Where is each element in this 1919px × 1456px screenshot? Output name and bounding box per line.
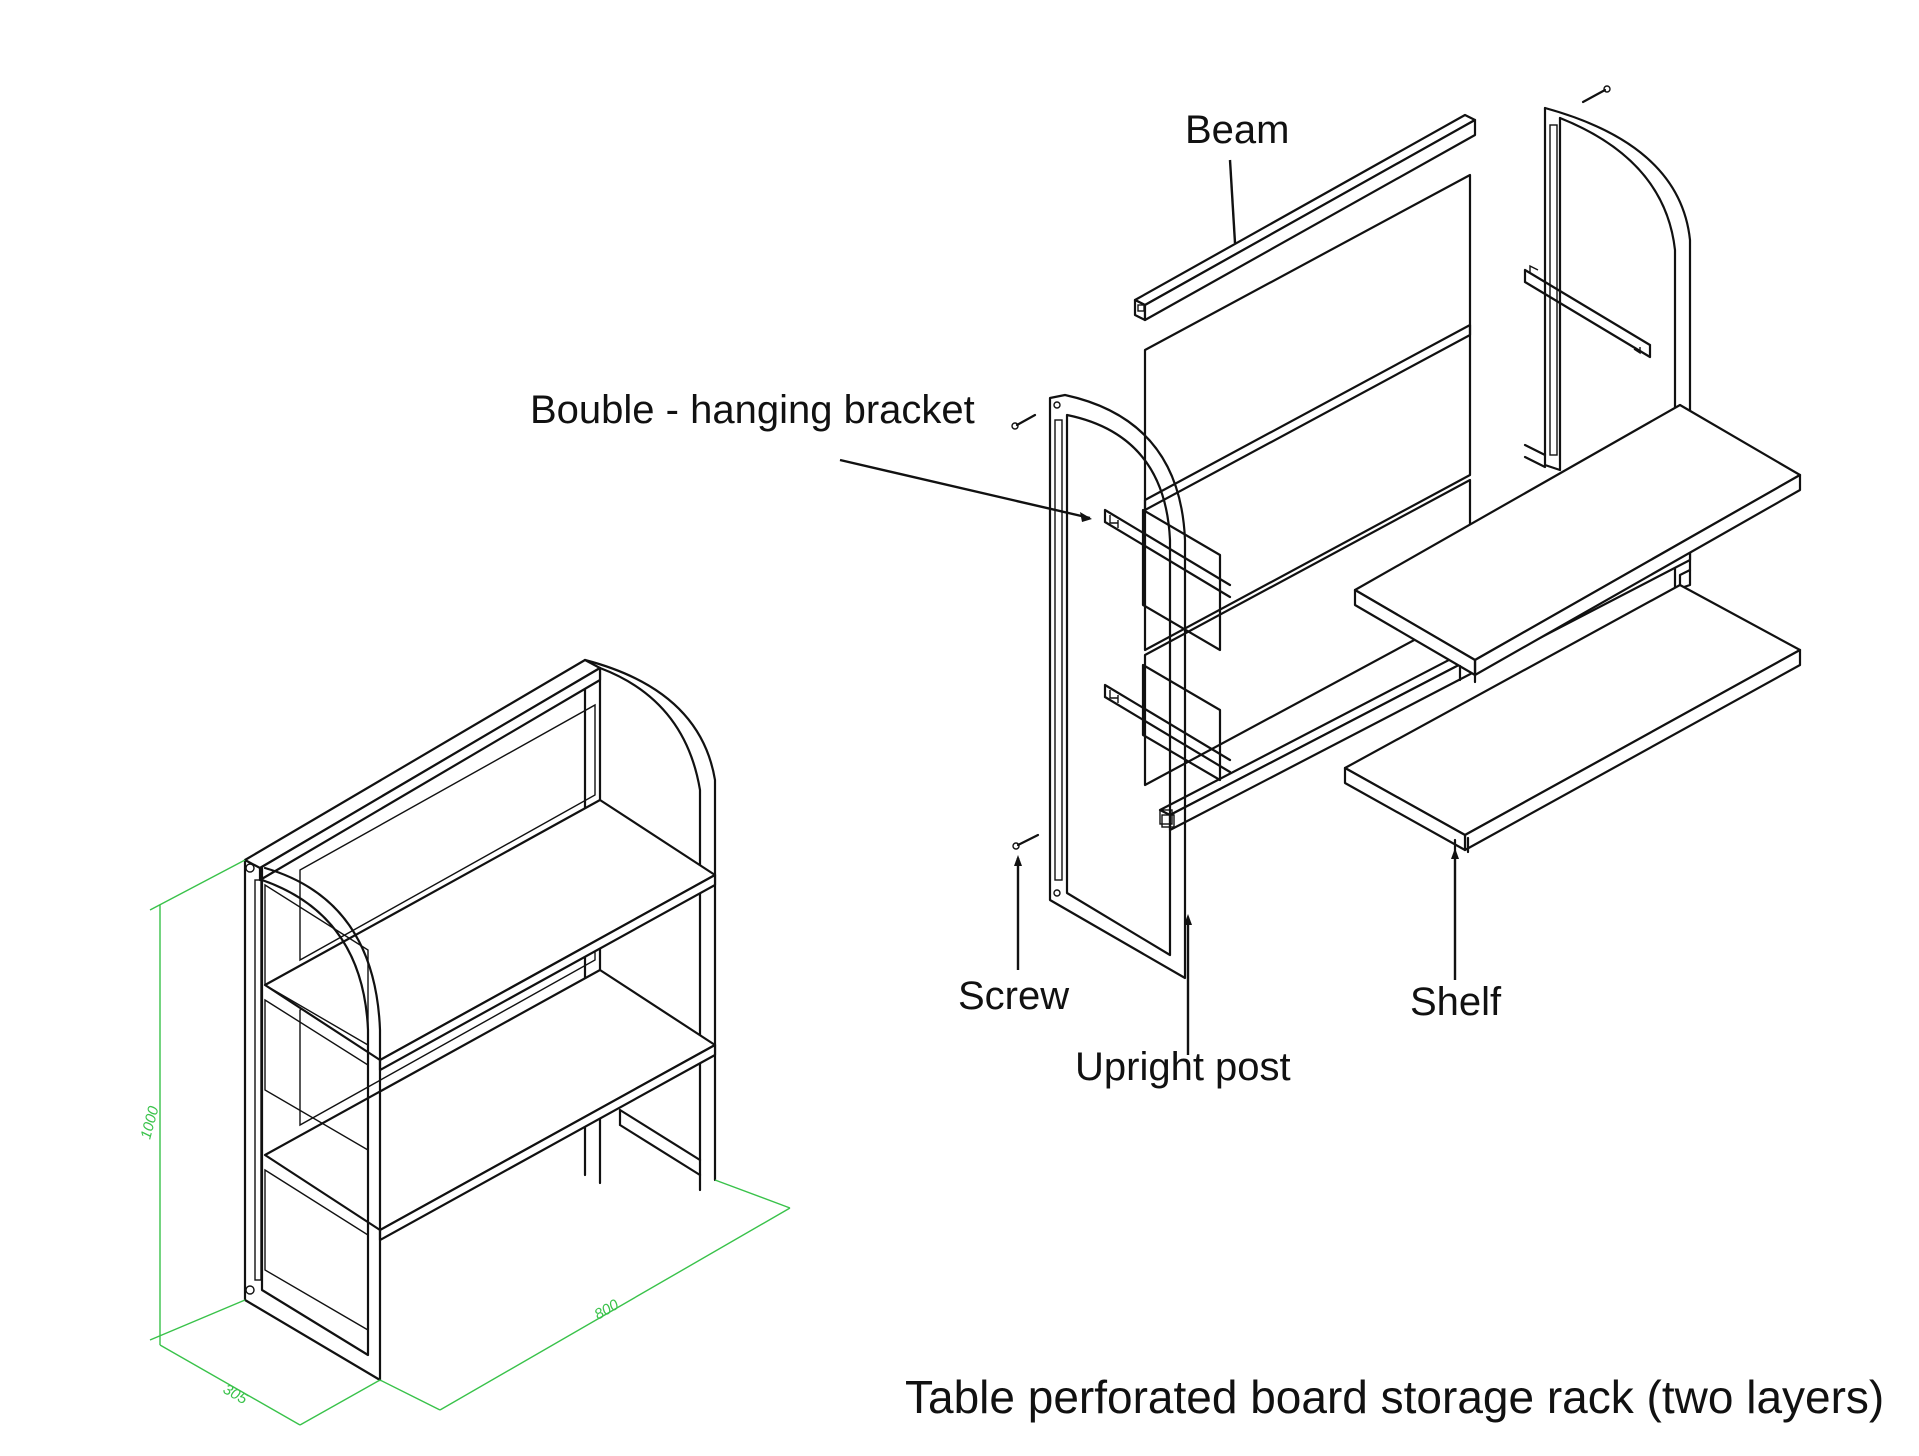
label-shelf: Shelf: [1410, 980, 1502, 1024]
screw-lower: [1012, 833, 1040, 850]
exploded-view: [1011, 85, 1802, 980]
beam-part: [1133, 113, 1477, 322]
label-upright-post: Upright post: [1075, 1045, 1291, 1089]
assembled-side-panel: [264, 883, 369, 1047]
diagram-title: Table perforated board storage rack (two…: [905, 1371, 1885, 1423]
hanging-brackets: [1103, 508, 1232, 825]
label-screw: Screw: [958, 974, 1070, 1018]
front-upright-post: [1048, 393, 1187, 980]
label-hanging-bracket: Bouble - hanging bracket: [530, 388, 975, 432]
dim-height-text: 1000: [137, 1104, 162, 1141]
assembled-back-arch: [583, 658, 717, 1192]
assembled-back-panel: [299, 703, 596, 962]
leader-lines: [839, 159, 1459, 1055]
assembled-rack: [243, 658, 717, 1382]
screw-upper: [1011, 413, 1037, 430]
dimension-lines: 1000 305 800: [137, 859, 791, 1426]
back-upright-frame: [1523, 85, 1692, 592]
perforated-panel-middle: [1143, 323, 1472, 652]
dim-depth-text: 305: [220, 1381, 251, 1409]
label-beam: Beam: [1185, 108, 1290, 152]
front-side-panel-upper: [1141, 508, 1222, 652]
front-side-panel-lower: [1141, 663, 1222, 782]
